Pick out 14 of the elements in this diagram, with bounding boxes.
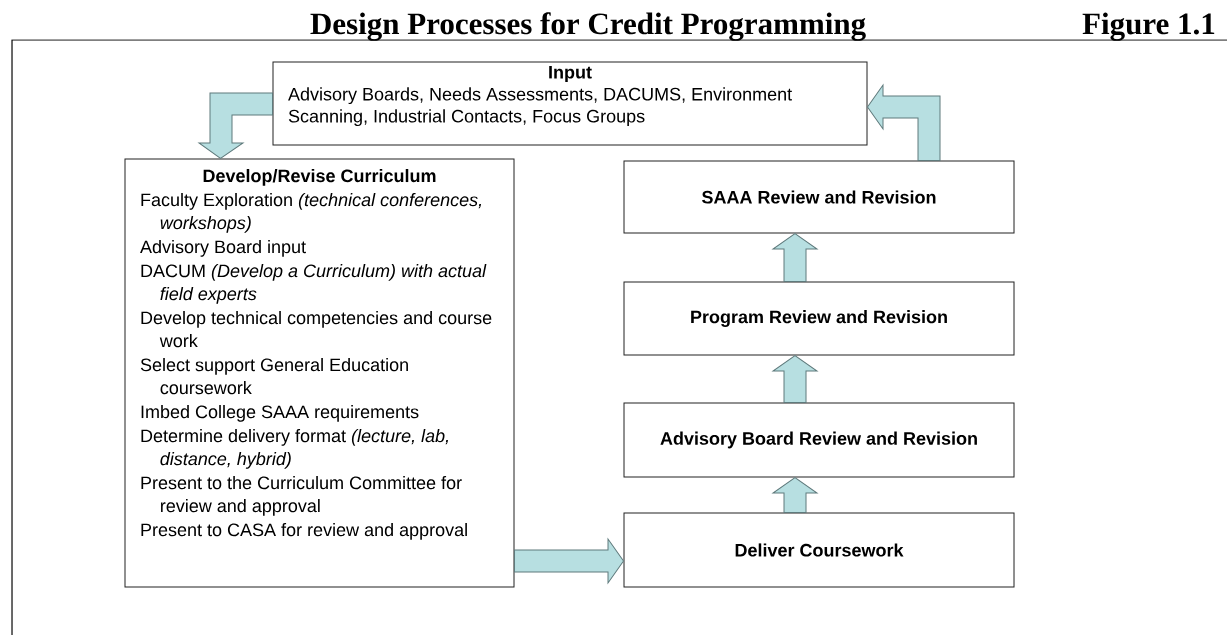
- block-arrow: [772, 355, 818, 403]
- figure-number: Figure 1.1: [1082, 12, 1215, 41]
- process-box: Program Review and Revision: [623, 281, 1015, 356]
- process-box: Advisory Board Review and Revision: [623, 402, 1015, 478]
- title: Design Processes for Credit Programming: [310, 12, 866, 41]
- block-arrow: [772, 477, 818, 513]
- block-arrow: [198, 92, 273, 159]
- process-box: Input Advisory Boards, Needs Assessments, DACUMS, Environment Scanning, Industrial Contacts, Focus Groups: [272, 61, 868, 146]
- process-box: Deliver Coursework: [623, 512, 1015, 588]
- block-arrow: [772, 233, 818, 282]
- process-box: SAAA Review and Revision: [623, 160, 1015, 234]
- block-arrow: [867, 84, 941, 161]
- block-arrow: [514, 538, 624, 584]
- process-box: Develop/Revise Curriculum Faculty Exploration (technical conferences, workshops) Advisory Board input DACUM (Develop a Curriculum) with actual field experts Develop technical competencies and course work Select support General Education coursework Imbed College SAAA requirements Determine delivery format (lecture, lab, distance, hybrid) Present to the Curriculum Committee for review and approval Present to CASA for review and approval: [124, 158, 515, 588]
